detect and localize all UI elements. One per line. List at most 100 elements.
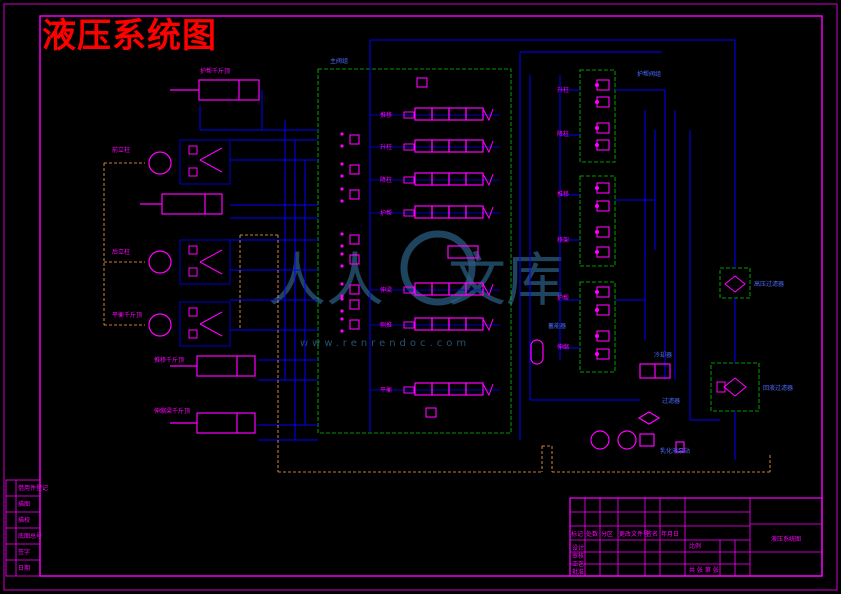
guard-valve-label: 移架	[557, 236, 569, 244]
guard-valve	[595, 246, 610, 258]
title-block-text: 标记处数分区更改文件号签名年月日设计审核工艺批准	[571, 530, 679, 576]
title-block-header: 分区	[601, 530, 613, 538]
bottom-valve-symbol	[425, 407, 437, 418]
label-column-front: 前立柱	[112, 146, 130, 154]
title-block-sheet: 共 张 第 张	[689, 566, 719, 574]
label-pump-station: 乳化液泵站	[660, 447, 690, 455]
pilot-check-valve	[340, 282, 360, 298]
return-lines	[103, 162, 771, 473]
title-block-header: 更改文件号	[619, 530, 649, 538]
label-cooler: 冷却器	[654, 351, 672, 359]
inner-border	[39, 15, 823, 577]
filter-symbol-1	[724, 275, 746, 293]
actuator-lines	[199, 90, 318, 441]
guard-valve	[595, 182, 610, 194]
watermark-left-text: 人人	[268, 246, 384, 314]
pilot-check-valve	[340, 162, 360, 178]
title-block-role: 批准	[572, 568, 584, 576]
guard-valve	[595, 139, 610, 151]
valve-slice: 推移	[370, 107, 500, 122]
valve-slice-label: 护帮	[380, 209, 392, 217]
label-guard-jack: 护帮千斤顶	[200, 67, 230, 75]
label-left-pushjack: 推移千斤顶	[154, 356, 184, 364]
title-block-header: 年月日	[661, 530, 679, 538]
guard-valve-label: 降柱	[557, 130, 569, 138]
right-valve-box-3	[579, 281, 616, 373]
pilot-check-valve	[340, 252, 360, 268]
valve-slice-label: 推移	[380, 111, 392, 119]
pilot-check-valve	[340, 132, 360, 148]
valve-slice: 护帮	[370, 205, 500, 220]
valve-slice: 升柱	[370, 139, 500, 154]
cylinders	[140, 79, 260, 434]
side-block-cell: 日期	[18, 564, 30, 572]
guard-valve-label: 护帮阀组	[637, 70, 661, 78]
label-balance: 平衡千斤顶	[112, 311, 142, 319]
guard-valve-label: 伸缩	[557, 343, 569, 351]
valve-slice-label: 平衡	[380, 386, 392, 394]
valve-slice-label: 降柱	[380, 176, 392, 184]
valve-blocks-left	[179, 139, 231, 347]
outer-border	[3, 3, 838, 591]
label-filter: 过滤器	[662, 397, 680, 405]
guard-valve	[595, 200, 610, 212]
title-block-header: 签名	[646, 530, 658, 538]
side-block	[5, 479, 41, 577]
side-block-cell: 描校	[18, 516, 30, 524]
title-block-role: 审核	[572, 552, 584, 560]
title-block-header: 处数	[586, 530, 598, 538]
label-extend-jack: 伸缩梁千斤顶	[154, 407, 190, 415]
valve-slice-label: 侧推	[380, 321, 392, 329]
filter-symbol-2	[723, 377, 747, 397]
title-block-role: 设计	[572, 544, 584, 552]
guard-valve-label: 推移	[557, 190, 569, 198]
title-block-drawing-name: 液压系统图	[771, 535, 801, 543]
pilot-check-valve	[340, 232, 360, 248]
return-filter-label: 回液过滤器	[763, 384, 793, 392]
top-valve-symbol	[416, 77, 428, 88]
guard-valve	[595, 122, 610, 134]
guard-valve	[595, 226, 610, 238]
main-valve-box	[317, 68, 512, 434]
main-valve-label: 主阀组	[330, 57, 348, 65]
valve-slice-label: 伸梁	[380, 286, 392, 294]
valve-slice: 降柱	[370, 172, 500, 187]
side-block-cell: 签字	[18, 548, 30, 556]
check-valve-symbol	[716, 381, 726, 393]
guard-valve	[595, 330, 610, 342]
side-block-cell: 描图	[18, 500, 30, 508]
title-block-role: 工艺	[572, 560, 584, 568]
title-block-scale: 比例	[689, 542, 701, 550]
guard-valve	[595, 348, 610, 360]
guard-valve	[595, 304, 610, 316]
label-column-rear: 后立柱	[112, 248, 130, 256]
return-filter-box	[710, 362, 760, 412]
title-block-header: 标记	[571, 530, 583, 538]
guard-valve	[595, 79, 610, 91]
hydraulic-lock-symbol	[447, 245, 479, 259]
right-valve-box-2	[579, 175, 616, 267]
valve-slice: 平衡	[370, 382, 500, 397]
watermark: 人人 文库 www.renrendoc.com	[268, 230, 564, 349]
pump-station	[530, 339, 685, 453]
valve-slice: 侧推	[370, 317, 500, 332]
title-block	[569, 497, 823, 577]
check-valves-left	[188, 145, 223, 339]
label-accumulator: 蓄能器	[548, 322, 566, 330]
high-filter-label: 高压过滤器	[754, 280, 784, 288]
valve-slice-label: 升柱	[380, 143, 392, 151]
drawing-title: 液压系统图	[42, 16, 217, 56]
right-valve-box-1	[579, 69, 616, 163]
pilot-check-valve	[340, 297, 360, 313]
side-block-cell: 底图总号	[18, 532, 42, 540]
pilot-check-valve	[340, 317, 360, 333]
side-block-cell: 借用件登记	[18, 484, 48, 492]
valve-slice: 伸梁	[370, 282, 500, 297]
high-filter-box	[719, 267, 751, 299]
watermark-right-text: 文库	[448, 246, 564, 314]
